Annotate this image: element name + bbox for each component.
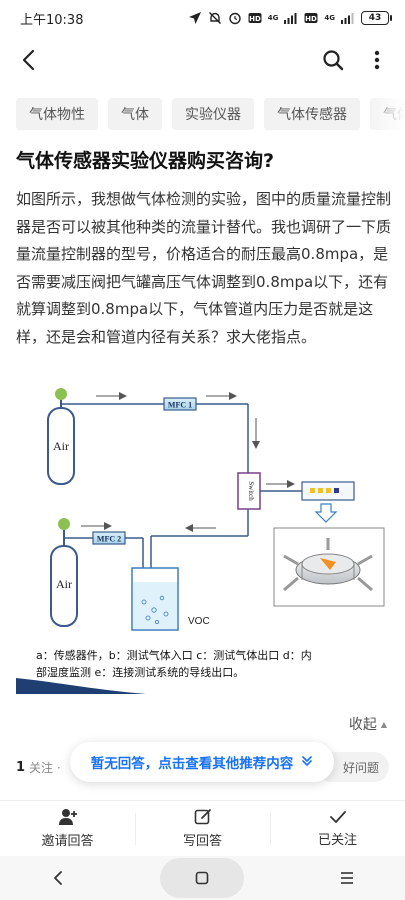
invite-answer-button[interactable]: 邀请回答: [0, 801, 135, 856]
followed-button[interactable]: 已关注: [270, 801, 405, 856]
status-bar: 上午10:38 HD 4G HD 4G 43: [0, 0, 405, 36]
svg-text:HD: HD: [306, 15, 318, 23]
figure-caption-line2: 部湿度监测 e：连接测试系统的导线出口。: [36, 665, 244, 679]
menu-lines-icon: [340, 872, 353, 884]
bottom-action-bar: 邀请回答 写回答 已关注: [0, 800, 405, 856]
chevron-left-icon: [22, 49, 35, 71]
system-home-button[interactable]: [160, 858, 245, 898]
air-label-1: Air: [53, 439, 69, 453]
question-figure[interactable]: Air MFC 1 Switch: [16, 378, 391, 694]
system-nav-bar: [0, 856, 405, 900]
topic-tag[interactable]: 气体物性: [16, 98, 98, 130]
more-vertical-icon: [374, 50, 380, 70]
invite-answer-label: 邀请回答: [41, 834, 94, 849]
follow-count: 1: [16, 759, 26, 775]
check-icon: [329, 811, 346, 823]
switch-box: Switch: [237, 472, 261, 510]
topic-tag[interactable]: 气体: [108, 98, 162, 130]
mfc1-label: MFC 1: [168, 401, 192, 410]
voc-label: VOC: [188, 616, 210, 627]
alarm-icon: [229, 12, 241, 25]
test-chamber-illustration: [273, 527, 385, 607]
hd-icon: HD: [248, 13, 262, 23]
mute-icon: [208, 12, 221, 24]
hd-icon-2: HD: [304, 13, 318, 23]
invite-user-icon: [58, 809, 77, 825]
voc-bottle: VOC: [131, 567, 210, 631]
question-body: 如图所示，我想做气体检测的实验，图中的质量流量控制器是否可以被其他种类的流量计替…: [16, 190, 392, 346]
write-answer-label: 写回答: [182, 834, 222, 849]
status-time: 上午10:38: [20, 12, 84, 28]
mfc1-box: MFC 1: [163, 397, 197, 411]
nav-actions: [319, 46, 391, 74]
air-cylinder-1: Air: [47, 388, 75, 485]
system-back-icon: [54, 871, 63, 885]
topic-tag[interactable]: 实验仪器: [172, 98, 254, 130]
battery-icon: 43: [361, 11, 392, 25]
air-cylinder-2: Air: [50, 518, 78, 627]
question-title: 气体传感器实验仪器购买咨询?: [16, 150, 275, 172]
air-label-2: Air: [56, 577, 72, 591]
network-type-label: 4G: [267, 13, 279, 22]
follow-label: 关注 ·: [29, 760, 61, 775]
write-answer-button[interactable]: 写回答: [135, 801, 270, 856]
location-icon: [188, 12, 201, 24]
back-button[interactable]: [14, 46, 42, 74]
system-back-button[interactable]: [44, 864, 72, 892]
followed-label: 已关注: [317, 833, 357, 848]
edit-icon: [194, 809, 211, 825]
home-square-icon: [196, 871, 209, 885]
toast-text: 暂无回答，点击查看其他推荐内容: [90, 756, 294, 772]
good-question-label: 好问题: [342, 760, 379, 775]
search-icon: [323, 50, 344, 71]
topic-tag[interactable]: 气体传感器: [264, 98, 360, 130]
status-icons: HD 4G HD 4G 43: [188, 11, 392, 25]
top-nav: [0, 36, 405, 84]
svg-text:HD: HD: [249, 15, 261, 23]
double-chevron-down-icon: [301, 755, 313, 770]
corner-decoration: [16, 678, 146, 694]
more-button[interactable]: [363, 46, 391, 74]
collapse-button[interactable]: 收起 ▲: [349, 714, 387, 734]
caret-up-icon: ▲: [380, 719, 387, 729]
switch-label: Switch: [247, 481, 255, 501]
no-answer-toast[interactable]: 暂无回答，点击查看其他推荐内容: [70, 742, 334, 782]
network-type-label-2: 4G: [324, 13, 335, 22]
search-button[interactable]: [319, 46, 347, 74]
topic-tag[interactable]: 气体: [370, 98, 405, 130]
question-meta: 1 关注 ·: [16, 752, 391, 782]
system-menu-button[interactable]: [333, 864, 361, 892]
signal-icon-2: [341, 13, 354, 24]
figure-caption-line1: a：传感器件，b：测试气体入口 c：测试气体出口 d：内: [36, 648, 312, 662]
mfc2-label: MFC 2: [97, 535, 121, 544]
gas-test-diagram: Air MFC 1 Switch: [16, 388, 385, 694]
signal-icon: [284, 13, 297, 24]
collapse-label: 收起: [348, 717, 377, 733]
topic-tags: 气体物性 气体 实验仪器 气体传感器 气体: [16, 98, 405, 130]
mfc2-box: MFC 2: [92, 531, 126, 545]
